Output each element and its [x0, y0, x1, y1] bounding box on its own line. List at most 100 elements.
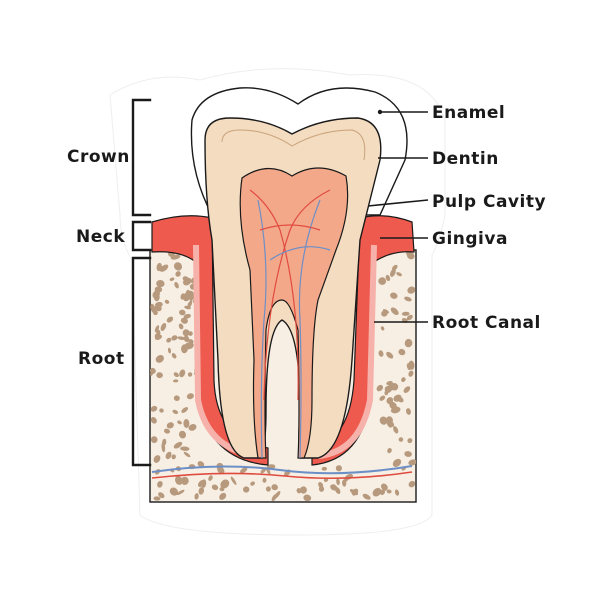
bone-spot: [197, 479, 205, 488]
bone-spot: [155, 301, 163, 308]
bone-spot: [406, 408, 411, 415]
bone-spot: [362, 493, 371, 500]
bone-spot: [182, 329, 190, 337]
bone-spot: [230, 476, 237, 485]
bone-spot: [408, 370, 414, 377]
bone-spot: [155, 355, 164, 363]
bone-spot: [219, 492, 227, 500]
bone-spot: [183, 451, 191, 458]
bone-spot: [385, 274, 391, 282]
bone-spot: [150, 405, 158, 412]
bone-spot: [173, 395, 180, 402]
bone-spot: [406, 314, 413, 321]
bone-spot: [262, 477, 267, 483]
bone-spot: [401, 377, 406, 382]
bone-spot: [336, 478, 340, 486]
bone-spot: [408, 480, 416, 488]
dentin-inner-line: [221, 129, 366, 161]
bone-spot: [166, 422, 174, 429]
bone-spot: [173, 372, 179, 378]
bone-spot: [380, 326, 385, 331]
bone-spot: [177, 420, 182, 425]
bone-spot: [173, 379, 179, 383]
bone-spot: [271, 484, 278, 491]
bone-spot: [170, 254, 181, 260]
bone-spot: [386, 489, 392, 494]
bone-spot: [406, 363, 412, 371]
bone-spot: [158, 492, 165, 499]
bone-spot: [265, 486, 271, 492]
vein: [151, 465, 413, 475]
bone-spot: [181, 407, 189, 413]
bone-spot: [393, 426, 399, 434]
bone-spot: [188, 424, 197, 431]
bone-spot: [384, 385, 392, 393]
bone-spot: [159, 264, 169, 272]
neck-bracket: [131, 220, 152, 252]
bone-spot: [220, 479, 230, 489]
bone-spot: [171, 454, 176, 460]
bone-spot: [379, 416, 388, 425]
bone-spot: [401, 311, 410, 316]
bone-spot: [389, 421, 395, 427]
bone-spot: [178, 323, 184, 330]
bone-spot: [303, 494, 312, 502]
bone-spot: [194, 493, 199, 500]
bone-spot: [318, 481, 324, 488]
bone-spot: [407, 438, 413, 444]
bone-spot: [197, 461, 205, 468]
pulp-cavity: [239, 167, 349, 459]
label-root: Root: [78, 349, 125, 369]
bone-spot: [330, 484, 338, 491]
bone-spot: [169, 277, 175, 281]
bone-spot: [407, 286, 416, 294]
bone-spot: [273, 491, 281, 499]
bone-spot: [179, 369, 186, 378]
bone-spot: [153, 496, 161, 501]
pulp-cavity-leader: [367, 199, 429, 207]
bone-spot: [187, 300, 193, 308]
bone-spot: [390, 406, 401, 414]
gum-inner-right: [317, 244, 377, 459]
label-neck: Neck: [76, 227, 125, 247]
bone-spot: [408, 459, 416, 466]
bone-spot: [392, 264, 398, 271]
bone-spot: [150, 436, 158, 443]
bone-spot: [183, 313, 191, 319]
bone-spot: [390, 268, 396, 277]
bone-spot: [186, 393, 194, 400]
bone-spot: [165, 451, 172, 460]
bone-spot: [378, 277, 387, 285]
bone-spot: [177, 336, 186, 341]
bone-spot: [188, 339, 194, 344]
bone-spot: [156, 372, 163, 379]
bone-spot: [394, 489, 400, 496]
bone-spot: [393, 394, 402, 402]
bone-spot: [379, 489, 386, 495]
bone-spot: [372, 487, 382, 497]
bone-spot: [167, 347, 172, 354]
bone-spot: [171, 335, 178, 341]
bone-spot: [180, 446, 190, 451]
bone-spot: [159, 408, 164, 413]
bone-spot: [176, 489, 185, 496]
bone-spot: [162, 438, 167, 446]
bone-spot: [208, 475, 213, 481]
bone-spot: [154, 286, 163, 293]
root-bracket: [131, 256, 152, 467]
bone-spot: [379, 395, 386, 401]
bone-spot: [163, 428, 171, 434]
label-root-canal: Root Canal: [432, 313, 541, 333]
bone-spot: [172, 409, 179, 415]
bone-spot: [250, 481, 255, 486]
crown-bracket: [131, 98, 152, 217]
bone-spots: [150, 250, 416, 502]
bone-spot: [351, 488, 359, 496]
bone-spot: [187, 372, 193, 377]
bone-spot: [182, 276, 190, 282]
bone-spot: [169, 487, 179, 496]
bone-spot: [173, 441, 183, 449]
bone-spot: [243, 486, 250, 493]
